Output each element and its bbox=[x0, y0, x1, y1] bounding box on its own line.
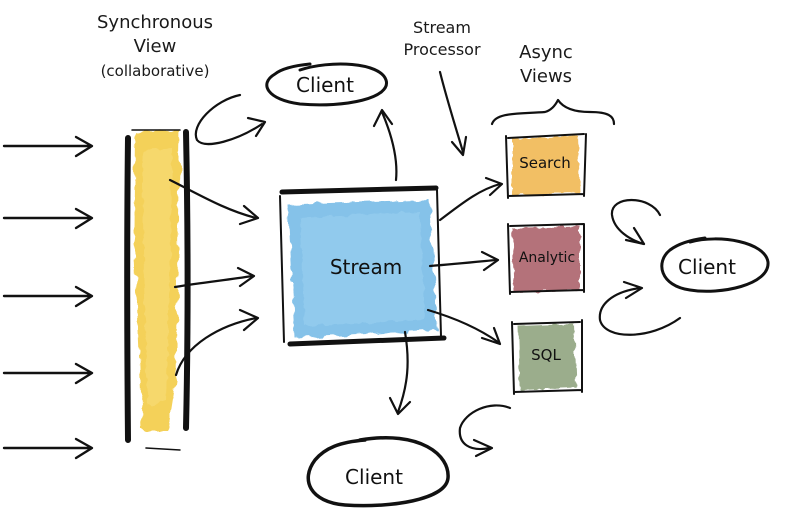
input-arrow bbox=[2, 135, 94, 158]
sync-to-stream-arrow bbox=[168, 178, 258, 220]
sync-view-title: Synchronous bbox=[97, 12, 213, 33]
stream-to-client-top-arrow bbox=[380, 110, 398, 182]
search-fill bbox=[512, 136, 580, 196]
sync-view-collab-note: (collaborative) bbox=[101, 62, 210, 80]
sql-border bbox=[511, 319, 583, 395]
client-right: Client bbox=[660, 236, 770, 293]
stream-to-search-arrow bbox=[438, 182, 502, 222]
processor-pointer-arrowhead bbox=[450, 135, 468, 157]
stream-left-edge bbox=[279, 195, 285, 343]
stream-to-client-top-arrowhead bbox=[372, 108, 394, 128]
sync-to-stream-arrowhead bbox=[238, 308, 260, 332]
sync-view-subtitle: View bbox=[134, 36, 177, 57]
client-bottom: Client bbox=[306, 435, 450, 508]
sql-to-client-bottom-arrow bbox=[458, 404, 512, 451]
stream-fill-light bbox=[300, 212, 425, 326]
stream-processor-label-line1: Stream bbox=[413, 18, 471, 37]
input-arrow bbox=[2, 207, 94, 230]
client-top-label: Client bbox=[296, 73, 354, 97]
client-top-ellipse bbox=[265, 62, 388, 107]
stream-processor-label-line2: Processor bbox=[403, 40, 480, 59]
search-view: Search bbox=[505, 133, 587, 199]
stream-bottom-edge bbox=[287, 335, 447, 347]
sync-view-bottom-edge bbox=[145, 447, 181, 451]
client-bottom-ellipse bbox=[306, 435, 450, 508]
sync-to-stream-arrow bbox=[173, 274, 254, 289]
input-arrow bbox=[2, 285, 94, 308]
analytic-label: Analytic bbox=[519, 250, 575, 266]
sql-fill bbox=[518, 324, 576, 390]
async-views-brace bbox=[490, 98, 616, 126]
stream-to-analytic-arrow bbox=[428, 258, 498, 268]
async-views-label-line1: Async bbox=[519, 42, 573, 63]
input-arrow bbox=[2, 437, 94, 460]
input-arrows bbox=[2, 135, 94, 460]
input-arrow bbox=[2, 362, 94, 385]
sync-to-client-arrow bbox=[194, 93, 264, 145]
analytic-view: Analytic bbox=[507, 223, 585, 295]
sync-to-stream-arrowhead bbox=[236, 266, 256, 288]
stream-top-edge bbox=[279, 185, 439, 195]
processor-pointer-arrow bbox=[438, 70, 465, 154]
sql-label: SQL bbox=[531, 346, 561, 364]
search-to-client-arrowhead bbox=[624, 226, 646, 246]
client-right-label: Client bbox=[678, 255, 736, 279]
search-to-client-arrow bbox=[610, 198, 662, 246]
analytic-border bbox=[507, 223, 585, 295]
sql-to-client-arrowhead bbox=[622, 280, 644, 300]
analytic-fill bbox=[512, 226, 580, 292]
sync-view-left-edge bbox=[124, 135, 131, 443]
client-top: Client bbox=[265, 62, 388, 107]
stream-label: Stream bbox=[330, 255, 402, 279]
client-bottom-label: Client bbox=[345, 465, 403, 489]
stream-to-sql-arrowhead bbox=[480, 326, 502, 346]
stream-right-edge bbox=[436, 189, 442, 337]
sql-to-client-arrow bbox=[598, 286, 682, 336]
search-label: Search bbox=[519, 154, 571, 172]
sync-view-fill-light bbox=[142, 148, 172, 405]
sql-to-client-bottom-arrowhead bbox=[472, 438, 494, 458]
search-border bbox=[505, 133, 587, 199]
stream-to-client-bottom-arrowhead bbox=[388, 396, 412, 416]
sync-view-right-edge bbox=[183, 129, 191, 431]
stream-to-analytic-arrowhead bbox=[480, 250, 500, 272]
sync-to-client-arrowhead bbox=[246, 116, 267, 138]
stream-to-client-bottom-arrow bbox=[396, 330, 409, 414]
async-views-label-line2: Views bbox=[520, 66, 572, 87]
sync-to-stream-arrowhead bbox=[238, 204, 260, 226]
stream-to-search-arrowhead bbox=[484, 176, 504, 197]
client-right-ellipse bbox=[660, 236, 770, 293]
stream-to-sql-arrow bbox=[426, 308, 500, 344]
sync-to-stream-arrow bbox=[174, 316, 258, 377]
stream-node: Stream bbox=[279, 185, 447, 347]
sql-view: SQL bbox=[511, 319, 583, 395]
synchronous-view-store bbox=[124, 129, 191, 451]
